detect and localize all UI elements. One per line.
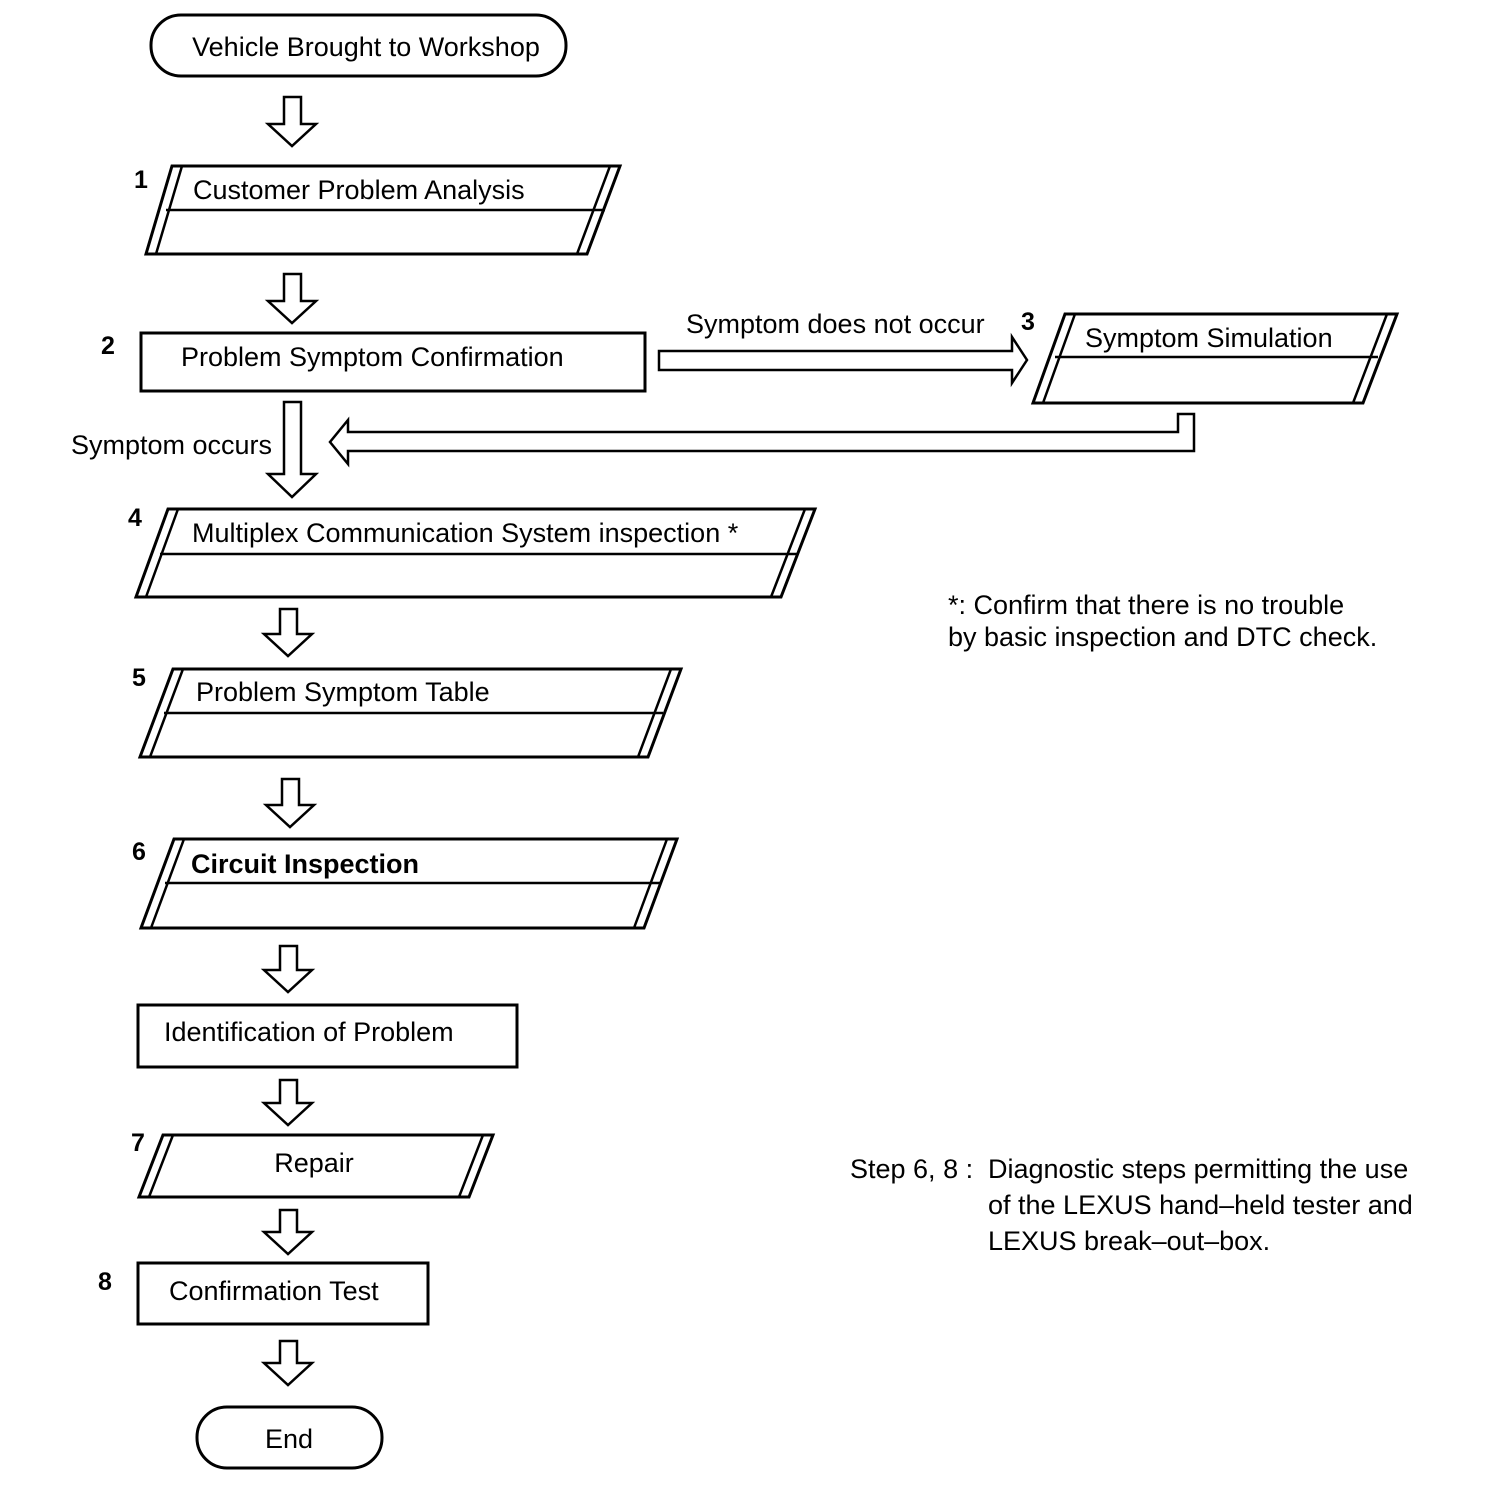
step-5-number: 5 bbox=[132, 664, 146, 692]
steps-note-line-3: LEXUS break–out–box. bbox=[988, 1226, 1270, 1256]
step-1-number: 1 bbox=[134, 166, 148, 194]
start-terminator: Vehicle Brought to Workshop bbox=[149, 13, 568, 78]
arrow-5-to-6 bbox=[262, 777, 318, 829]
step-4-multiplex-inspection: 4 Multiplex Communication System inspect… bbox=[128, 504, 818, 599]
step-2-problem-symptom-confirmation: 2 Problem Symptom Confirmation bbox=[101, 331, 647, 393]
asterisk-note-line-2: by basic inspection and DTC check. bbox=[948, 622, 1377, 652]
arrow-start-to-1 bbox=[264, 95, 320, 148]
arrow-identification-to-7 bbox=[260, 1078, 316, 1127]
step-2-number: 2 bbox=[101, 332, 115, 360]
steps-note-line-2: of the LEXUS hand–held tester and bbox=[988, 1190, 1413, 1220]
arrow-7-to-8 bbox=[260, 1208, 316, 1256]
step-4-number: 4 bbox=[128, 504, 142, 532]
steps-note: Step 6, 8 : Diagnostic steps permitting … bbox=[850, 1154, 1413, 1256]
steps-note-key: Step 6, 8 : bbox=[850, 1154, 973, 1184]
step-6-label: Circuit Inspection bbox=[191, 849, 419, 879]
edge-label-not-occur: Symptom does not occur bbox=[686, 309, 985, 339]
step-3-symptom-simulation: 3 Symptom Simulation bbox=[1021, 308, 1400, 405]
arrow-2-to-3 bbox=[657, 332, 1029, 388]
step-5-label: Problem Symptom Table bbox=[196, 677, 490, 707]
step-1-label: Customer Problem Analysis bbox=[193, 175, 525, 205]
step-7-number: 7 bbox=[131, 1129, 145, 1157]
end-label: End bbox=[265, 1424, 313, 1454]
step-8-confirmation-test: 8 Confirmation Test bbox=[98, 1261, 430, 1326]
asterisk-note: *: Confirm that there is no trouble by b… bbox=[948, 590, 1377, 652]
arrow-2-to-4 bbox=[264, 400, 320, 499]
identification-of-problem: Identification of Problem bbox=[136, 1003, 519, 1069]
step-2-label: Problem Symptom Confirmation bbox=[181, 342, 564, 372]
arrow-6-to-identification bbox=[260, 944, 316, 994]
step-6-number: 6 bbox=[132, 838, 146, 866]
step-1-customer-problem-analysis: 1 Customer Problem Analysis bbox=[134, 164, 623, 256]
arrow-3-return bbox=[328, 412, 1196, 468]
step-7-label: Repair bbox=[274, 1148, 354, 1178]
start-label: Vehicle Brought to Workshop bbox=[192, 32, 540, 62]
step-8-number: 8 bbox=[98, 1268, 112, 1296]
end-terminator: End bbox=[195, 1405, 384, 1470]
step-3-number: 3 bbox=[1021, 308, 1035, 336]
step-8-label: Confirmation Test bbox=[169, 1276, 379, 1306]
step-7-repair: 7 Repair bbox=[131, 1129, 496, 1199]
identification-label: Identification of Problem bbox=[164, 1017, 454, 1047]
arrow-4-to-5 bbox=[260, 607, 316, 658]
step-6-circuit-inspection: 6 Circuit Inspection bbox=[132, 837, 680, 930]
step-4-label: Multiplex Communication System inspectio… bbox=[192, 518, 739, 548]
step-3-label: Symptom Simulation bbox=[1085, 323, 1333, 353]
steps-note-line-1: Diagnostic steps permitting the use bbox=[988, 1154, 1408, 1184]
arrow-8-to-end bbox=[260, 1339, 316, 1387]
arrow-1-to-2 bbox=[264, 272, 320, 325]
step-5-problem-symptom-table: 5 Problem Symptom Table bbox=[132, 664, 684, 759]
asterisk-note-line-1: *: Confirm that there is no trouble bbox=[948, 590, 1344, 620]
edge-label-occurs: Symptom occurs bbox=[71, 430, 272, 460]
